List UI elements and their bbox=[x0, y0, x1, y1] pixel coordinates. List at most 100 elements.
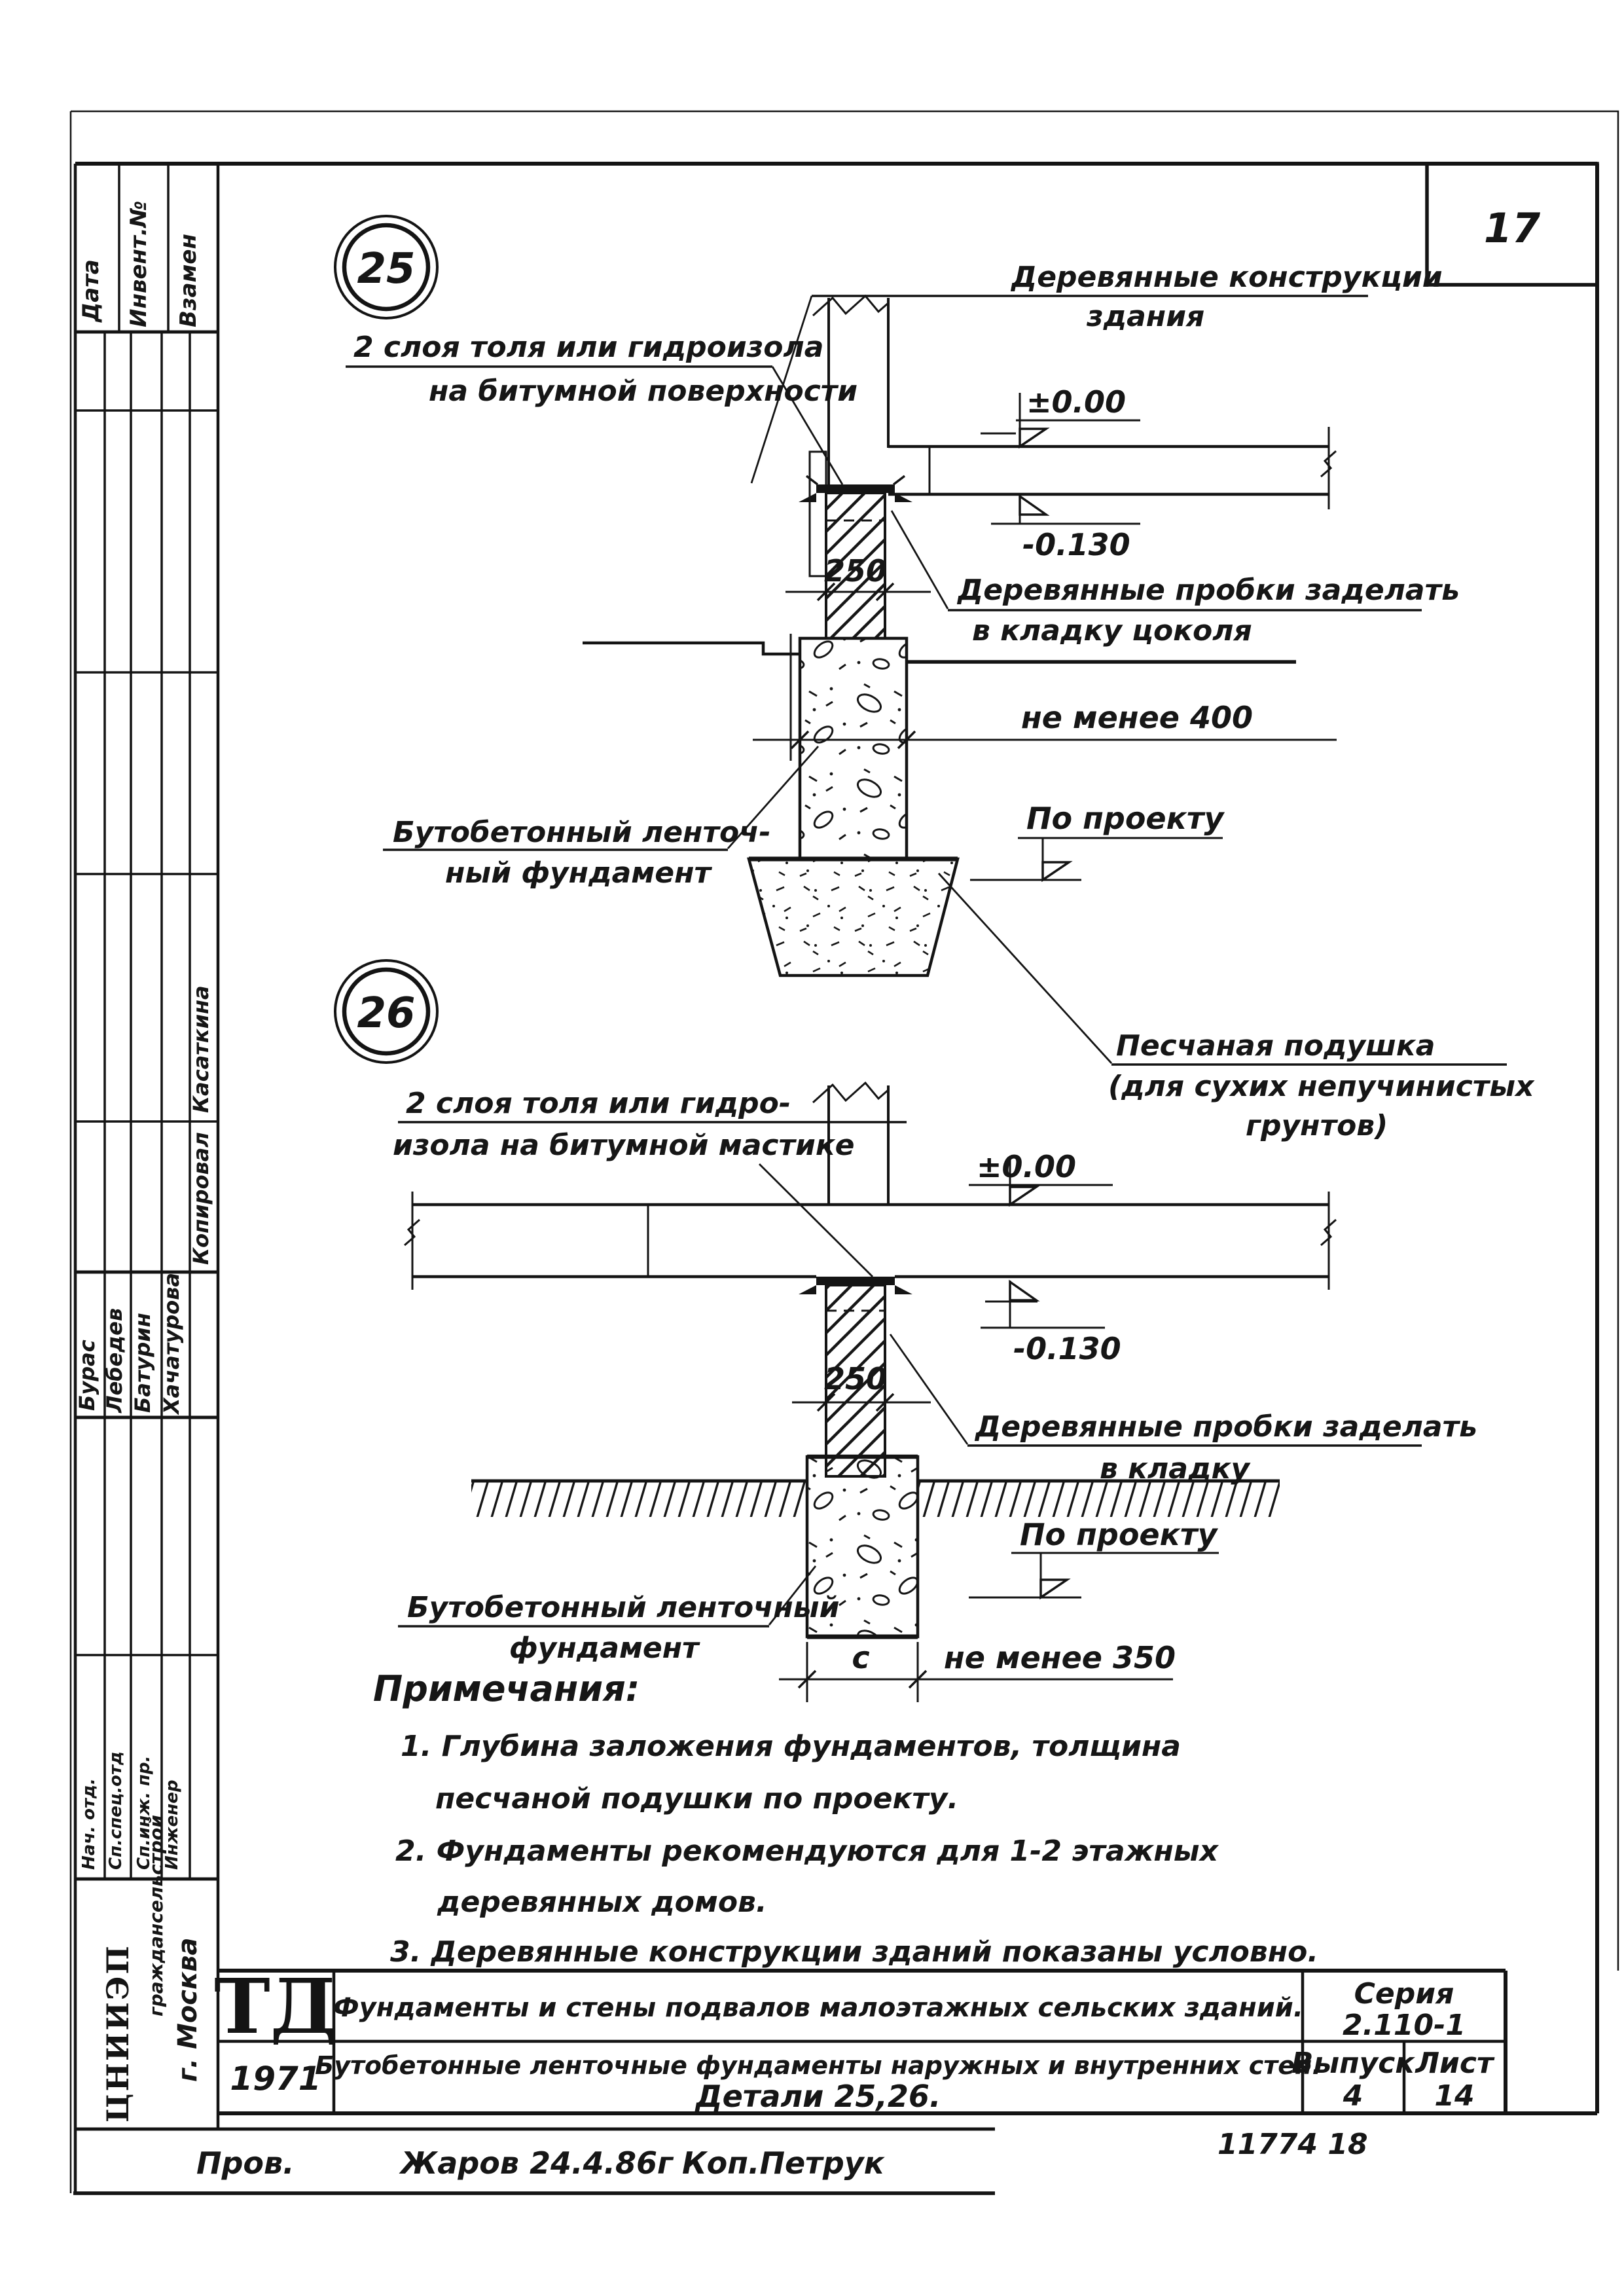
d25-sand-cushion bbox=[747, 856, 960, 977]
note-1a: 1. Глубина заложения фундаментов, толщин… bbox=[401, 1730, 1181, 1763]
detail-26-number: 26 bbox=[357, 989, 415, 1038]
org-city: г. Москва bbox=[173, 1938, 203, 2082]
sidebar-role-1: Нач. отд. bbox=[79, 1778, 99, 1870]
d25-plinth bbox=[825, 492, 886, 640]
d25-depth-dim: не менее 400 bbox=[753, 634, 1337, 761]
d25-plugs-label-2: в кладку цоколя bbox=[972, 614, 1252, 647]
d26-wall bbox=[812, 1081, 890, 1206]
titleblock-year: 1971 bbox=[230, 2060, 321, 2098]
titleblock-issue-label: Выпуск bbox=[1291, 2047, 1415, 2080]
page-frame bbox=[69, 110, 1619, 2193]
sidebar-name-4: Хачатурова bbox=[159, 1273, 184, 1415]
d25-ground-lines bbox=[583, 641, 1296, 664]
title-block: ТД Фундаменты и стены подвалов малоэтажн… bbox=[214, 1963, 1597, 2161]
d26-dim-c-text: с bbox=[852, 1640, 869, 1675]
d26-waterproof-label-1: 2 слоя толя или гидро- bbox=[406, 1087, 791, 1120]
d26-dim-250-text: 250 bbox=[824, 1361, 887, 1396]
sidebar-label-date: Дата bbox=[78, 259, 104, 323]
d26-level-zero-text: ±0.00 bbox=[977, 1149, 1076, 1184]
sidebar-grid bbox=[75, 164, 995, 2131]
notes: Примечания: 1. Глубина заложения фундаме… bbox=[373, 1668, 1318, 1969]
d25-level-zero: ±0.00 bbox=[981, 384, 1140, 449]
detail-26: 26 2 слоя толя или гидро- изола на битум… bbox=[334, 959, 1477, 1702]
org-name: граждансельстрой bbox=[145, 1815, 167, 2016]
d26-dim-350-text: не менее 350 bbox=[944, 1640, 1176, 1675]
d25-waterproof-label-1: 2 слоя толя или гидроизола bbox=[353, 331, 823, 364]
sheet-number: 17 bbox=[1484, 204, 1541, 252]
d26-foundation bbox=[805, 1454, 920, 1639]
d26-foundation-label-2: фундамент bbox=[509, 1631, 700, 1665]
d25-plugs-label-1: Деревянные пробки заделать bbox=[956, 574, 1460, 607]
d25-dim-250-text: 250 bbox=[824, 553, 887, 589]
titleblock-series-title: Фундаменты и стены подвалов малоэтажных … bbox=[333, 1993, 1303, 2023]
d26-by-project-text: По проекту bbox=[1020, 1517, 1219, 1552]
sidebar-form: Дата Инвент.№ Взамен Касаткина Копировал… bbox=[75, 164, 995, 2131]
detail-25: 25 Деревянные конструкции здания 2 слоя … bbox=[334, 215, 1535, 1142]
d26-by-project: По проекту bbox=[969, 1517, 1219, 1600]
note-3: 3. Деревянные конструкции зданий показан… bbox=[390, 1935, 1318, 1969]
org-td-logo: ТД bbox=[214, 1963, 337, 2051]
d26-waterproof-cap bbox=[799, 1277, 912, 1294]
titleblock-issue-value: 4 bbox=[1343, 2079, 1363, 2113]
note-2a: 2. Фундаменты рекомендуются для 1-2 этаж… bbox=[395, 1834, 1219, 1868]
d25-depth-text: не менее 400 bbox=[1021, 700, 1253, 735]
d26-level-minus-text: -0.130 bbox=[1013, 1331, 1121, 1366]
d25-sand-label-1: Песчаная подушка bbox=[1116, 1029, 1435, 1063]
sidebar-role-2: Сп.спец.отд bbox=[106, 1751, 126, 1870]
d25-by-project-text: По проекту bbox=[1026, 801, 1225, 836]
titleblock-sheet-value: 14 bbox=[1434, 2079, 1474, 2113]
d25-foundation-label-1: Бутобетонный ленточ- bbox=[393, 816, 771, 849]
d25-wall bbox=[808, 294, 890, 577]
d25-level-zero-text: ±0.00 bbox=[1026, 384, 1126, 420]
d25-dim-250: 250 bbox=[785, 553, 931, 602]
notes-heading: Примечания: bbox=[373, 1668, 640, 1709]
d25-wood-label-2: здания bbox=[1086, 300, 1204, 333]
sidebar-name-3: Батурин bbox=[130, 1313, 155, 1413]
d26-floor bbox=[404, 1192, 1337, 1290]
d25-level-minus: -0.130 bbox=[991, 494, 1140, 562]
detail-25-badge: 25 bbox=[334, 215, 439, 319]
d25-foundation bbox=[798, 636, 909, 861]
d25-floor bbox=[888, 427, 1337, 509]
d26-level-minus: -0.130 bbox=[981, 1279, 1121, 1366]
detail-25-number: 25 bbox=[357, 245, 415, 293]
sidebar-label-inventory: Инвент.№ bbox=[126, 200, 152, 327]
footer-row: Пров. Жаров 24.4.86г Коп.Петрук bbox=[73, 2145, 995, 2195]
d25-by-project: По проекту bbox=[970, 801, 1225, 883]
org-logo: ЦНИИЭП bbox=[100, 1944, 135, 2123]
d26-level-zero: ±0.00 bbox=[969, 1149, 1113, 1207]
sheet-number-box: 17 bbox=[1425, 162, 1599, 287]
footer-signature: Жаров 24.4.86г bbox=[399, 2145, 674, 2181]
footer-checked-label: Пров. bbox=[196, 2145, 295, 2181]
d26-ground bbox=[471, 1479, 1280, 1517]
titleblock-sheet-label: Лист bbox=[1415, 2047, 1495, 2080]
titleblock-sheet-title-2: Детали 25,26. bbox=[695, 2079, 941, 2114]
sidebar-copied-label: Копировал bbox=[189, 1132, 213, 1265]
d26-plinth bbox=[825, 1284, 886, 1478]
d26-foundation-label-1: Бутобетонный ленточный bbox=[407, 1591, 839, 1624]
sidebar-copied-by: Касаткина bbox=[189, 985, 213, 1113]
sidebar-role-3: Сп.инж. пр. bbox=[134, 1756, 154, 1870]
titleblock-series-label: Серия bbox=[1354, 1977, 1454, 2011]
footer-copy: Коп.Петрук bbox=[682, 2145, 886, 2181]
titleblock-series-value: 2.110-1 bbox=[1343, 2009, 1466, 2042]
d25-waterproof-cap bbox=[799, 475, 912, 502]
d26-dim-250: 250 bbox=[792, 1361, 931, 1412]
titleblock-sheet-title-1: Бутобетонные ленточные фундаменты наружн… bbox=[315, 2051, 1322, 2080]
detail-26-badge: 26 bbox=[334, 959, 439, 1064]
d25-sand-label-2: (для сухих непучинистых bbox=[1108, 1070, 1535, 1103]
sidebar-role-4: Инженер bbox=[162, 1780, 182, 1870]
note-1b: песчаной подушки по проекту. bbox=[435, 1782, 958, 1815]
note-2b: деревянных домов. bbox=[437, 1886, 767, 1919]
sidebar-name-1: Бурас bbox=[75, 1339, 99, 1411]
d25-level-minus-text: -0.130 bbox=[1022, 527, 1130, 562]
d25-sand-label-3: грунтов) bbox=[1246, 1109, 1388, 1142]
d26-waterproof-label-2: изола на битумной мастике bbox=[393, 1129, 855, 1162]
sidebar-label-replaces: Взамен bbox=[175, 234, 202, 327]
doc-number: 11774 18 bbox=[1218, 2128, 1368, 2161]
sidebar-name-2: Лебедев bbox=[102, 1308, 127, 1413]
d26-plugs-label-1: Деревянные пробки заделать bbox=[974, 1410, 1477, 1444]
d25-wood-label-1: Деревянные конструкции bbox=[1010, 261, 1443, 294]
